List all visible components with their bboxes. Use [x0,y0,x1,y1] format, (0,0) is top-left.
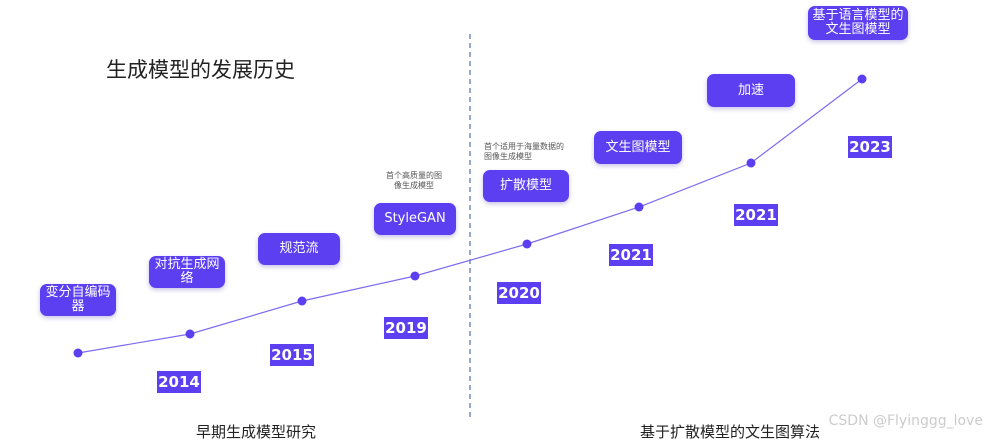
section-caption-left: 早期生成模型研究 [196,423,317,441]
milestone-label-vae: 变分自编码器 [40,284,116,316]
milestone-note-stylegan: 首个高质量的图像生成模型 [386,171,442,190]
section-caption-right: 基于扩散模型的文生图算法 [640,423,821,441]
timeline-dot-7 [746,158,756,168]
timeline-dot-8 [857,74,867,84]
year-label-2021-a: 2021 [609,244,653,266]
milestone-label-diffusion: 扩散模型 [483,170,569,202]
timeline-dot-4 [410,271,420,281]
milestone-label-stylegan: StyleGAN [374,203,456,235]
year-label-2019: 2019 [384,317,428,339]
year-label-2014: 2014 [157,371,201,393]
year-label-2020: 2020 [497,282,541,304]
timeline-dot-2 [185,329,195,339]
milestone-label-acceleration: 加速 [707,74,795,107]
timeline-line [77,78,863,354]
milestone-label-gan: 对抗生成网络 [149,256,225,288]
milestone-label-text-to-image: 文生图模型 [594,131,682,164]
timeline-dot-6 [634,202,644,212]
timeline-dot-3 [297,296,307,306]
milestone-note-diffusion: 首个适用于海量数据的图像生成模型 [484,142,564,161]
timeline-dot-5 [522,239,532,249]
year-label-2023: 2023 [848,136,892,158]
timeline-dot-1 [73,348,83,358]
watermark: CSDN @Flyinggg_love [828,413,983,429]
milestone-label-lm-text-to-image: 基于语言模型的文生图模型 [808,6,908,40]
year-label-2015: 2015 [270,344,314,366]
year-label-2021-b: 2021 [734,204,778,226]
timeline-dots [73,74,867,358]
milestone-label-normalizing-flow: 规范流 [258,233,340,265]
page-title: 生成模型的发展历史 [106,58,295,82]
